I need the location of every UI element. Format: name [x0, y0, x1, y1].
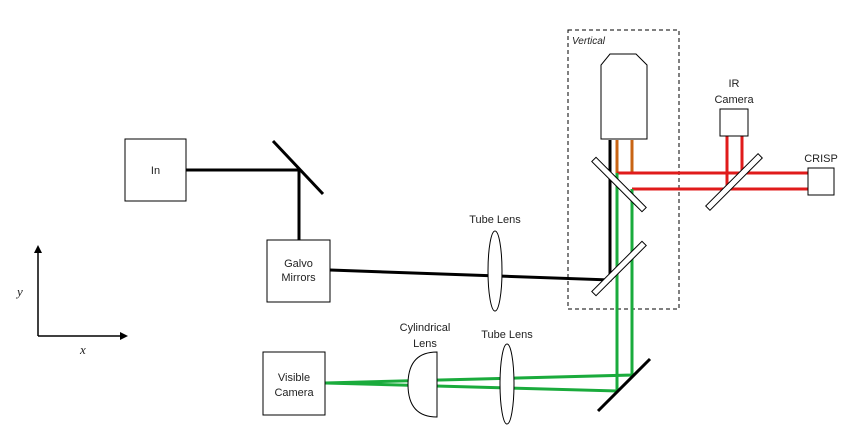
excitation-beam-in: [186, 168, 301, 240]
x-axis-arrowhead: [120, 332, 128, 340]
galvo-label-line2: Mirrors: [281, 272, 316, 284]
vertical-tag: Vertical: [572, 36, 606, 47]
ir-camera-label-line2: Camera: [714, 94, 754, 106]
visible-camera-label-line2: Camera: [274, 387, 314, 399]
crisp-beamsplitter: [705, 153, 763, 211]
excitation-beam-to-objective: [329, 140, 612, 282]
visible-camera-label-line1: Visible: [278, 372, 310, 384]
crisp-box: [807, 167, 835, 196]
tube-lens-top: [487, 230, 503, 312]
y-axis-label: y: [15, 284, 23, 299]
input-box: [124, 138, 187, 202]
tube-lens-top-label: Tube Lens: [469, 214, 521, 226]
dichroic-lower: [591, 240, 647, 297]
vertical-enclosure: [567, 29, 680, 310]
input-label: In: [151, 165, 160, 177]
y-axis-arrowhead: [34, 245, 42, 253]
bottom-fold-mirror: [596, 357, 652, 413]
galvo-mirrors-box: [266, 239, 331, 303]
ir-camera-box: [719, 108, 749, 137]
fold-mirror: [271, 139, 325, 196]
visible-camera-box: [262, 351, 326, 416]
dichroic-upper: [591, 156, 647, 213]
imaging-beam-inner: [324, 173, 619, 393]
tube-lens-bottom: [499, 343, 515, 425]
ir-camera-label-line1: IR: [729, 78, 740, 90]
objective: [600, 53, 648, 140]
cylindrical-lens: [407, 351, 438, 418]
cylindrical-lens-label-line1: Cylindrical: [400, 322, 451, 334]
tube-lens-bottom-label: Tube Lens: [481, 329, 533, 341]
cylindrical-lens-label-line2: Lens: [413, 338, 437, 350]
x-axis-label: x: [79, 342, 86, 357]
galvo-label-line1: Galvo: [284, 258, 313, 270]
crisp-label: CRISP: [804, 153, 838, 165]
